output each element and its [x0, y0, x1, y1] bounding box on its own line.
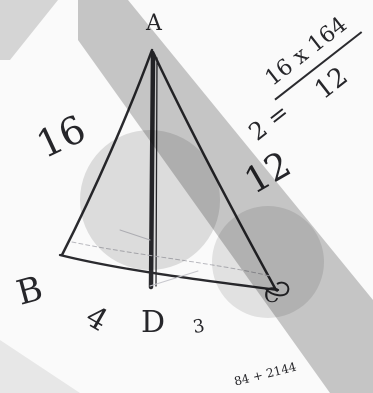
fraction-bar: [274, 31, 363, 101]
altitude-ad-double-line: [155, 57, 158, 287]
side-ac-line: [151, 50, 278, 292]
vertex-a-label: A: [145, 11, 163, 36]
side-ab-length: 16: [30, 107, 92, 167]
base-right-length: 3: [191, 315, 206, 338]
base-bc-line: [58, 253, 280, 292]
vertex-b-label: B: [13, 269, 48, 314]
vertex-c-mark: [265, 281, 290, 297]
base-left-length: 4: [80, 299, 114, 339]
altitude-ad-line: [148, 52, 156, 290]
vertex-c-label: C: [264, 283, 279, 307]
note-prefix: 2 =: [243, 98, 294, 147]
bottom-scribble: 84 + 2144: [233, 360, 298, 389]
side-ab-line: [60, 48, 154, 257]
vertex-d-label: D: [141, 305, 165, 340]
